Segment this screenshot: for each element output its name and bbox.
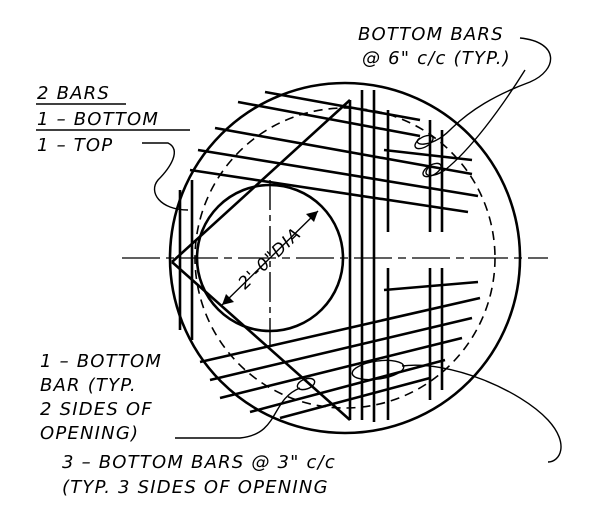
leader-two-bars: 2 BARS 1 – BOTTOM 1 – TOP [36,83,190,211]
one-bottom-bar-line2: BAR (TYP. [40,375,137,396]
one-bottom-bar-line1: 1 – BOTTOM [40,351,162,372]
bottom-bars-6-line1: BOTTOM BARS [358,24,504,45]
three-bottom-bars-line1: 3 – BOTTOM BARS @ 3" c/c [62,452,336,473]
three-bottom-bars-line2: (TYP. 3 SIDES OF OPENING [62,477,329,498]
leader-one-bottom-bar: 1 – BOTTOM BAR (TYP. 2 SIDES OF OPENING) [40,351,316,444]
opening-circle [195,183,345,333]
left-vertical-bars [178,180,194,340]
one-bottom-bar-line3: 2 SIDES OF [40,399,153,420]
two-bars-line1: 2 BARS [37,83,110,104]
two-bars-line3: 1 – TOP [37,135,113,156]
one-bottom-bar-line4: OPENING) [40,423,139,444]
lower-diagonal-bars [199,280,481,420]
leader-three-bottom-bars: 3 – BOTTOM BARS @ 3" c/c (TYP. 3 SIDES O… [62,359,562,498]
two-bars-line2: 1 – BOTTOM [37,109,159,130]
bottom-bars-6-line2: @ 6" c/c (TYP.) [362,48,511,69]
leader-bottom-bars-6: BOTTOM BARS @ 6" c/c (TYP.) [358,24,552,178]
